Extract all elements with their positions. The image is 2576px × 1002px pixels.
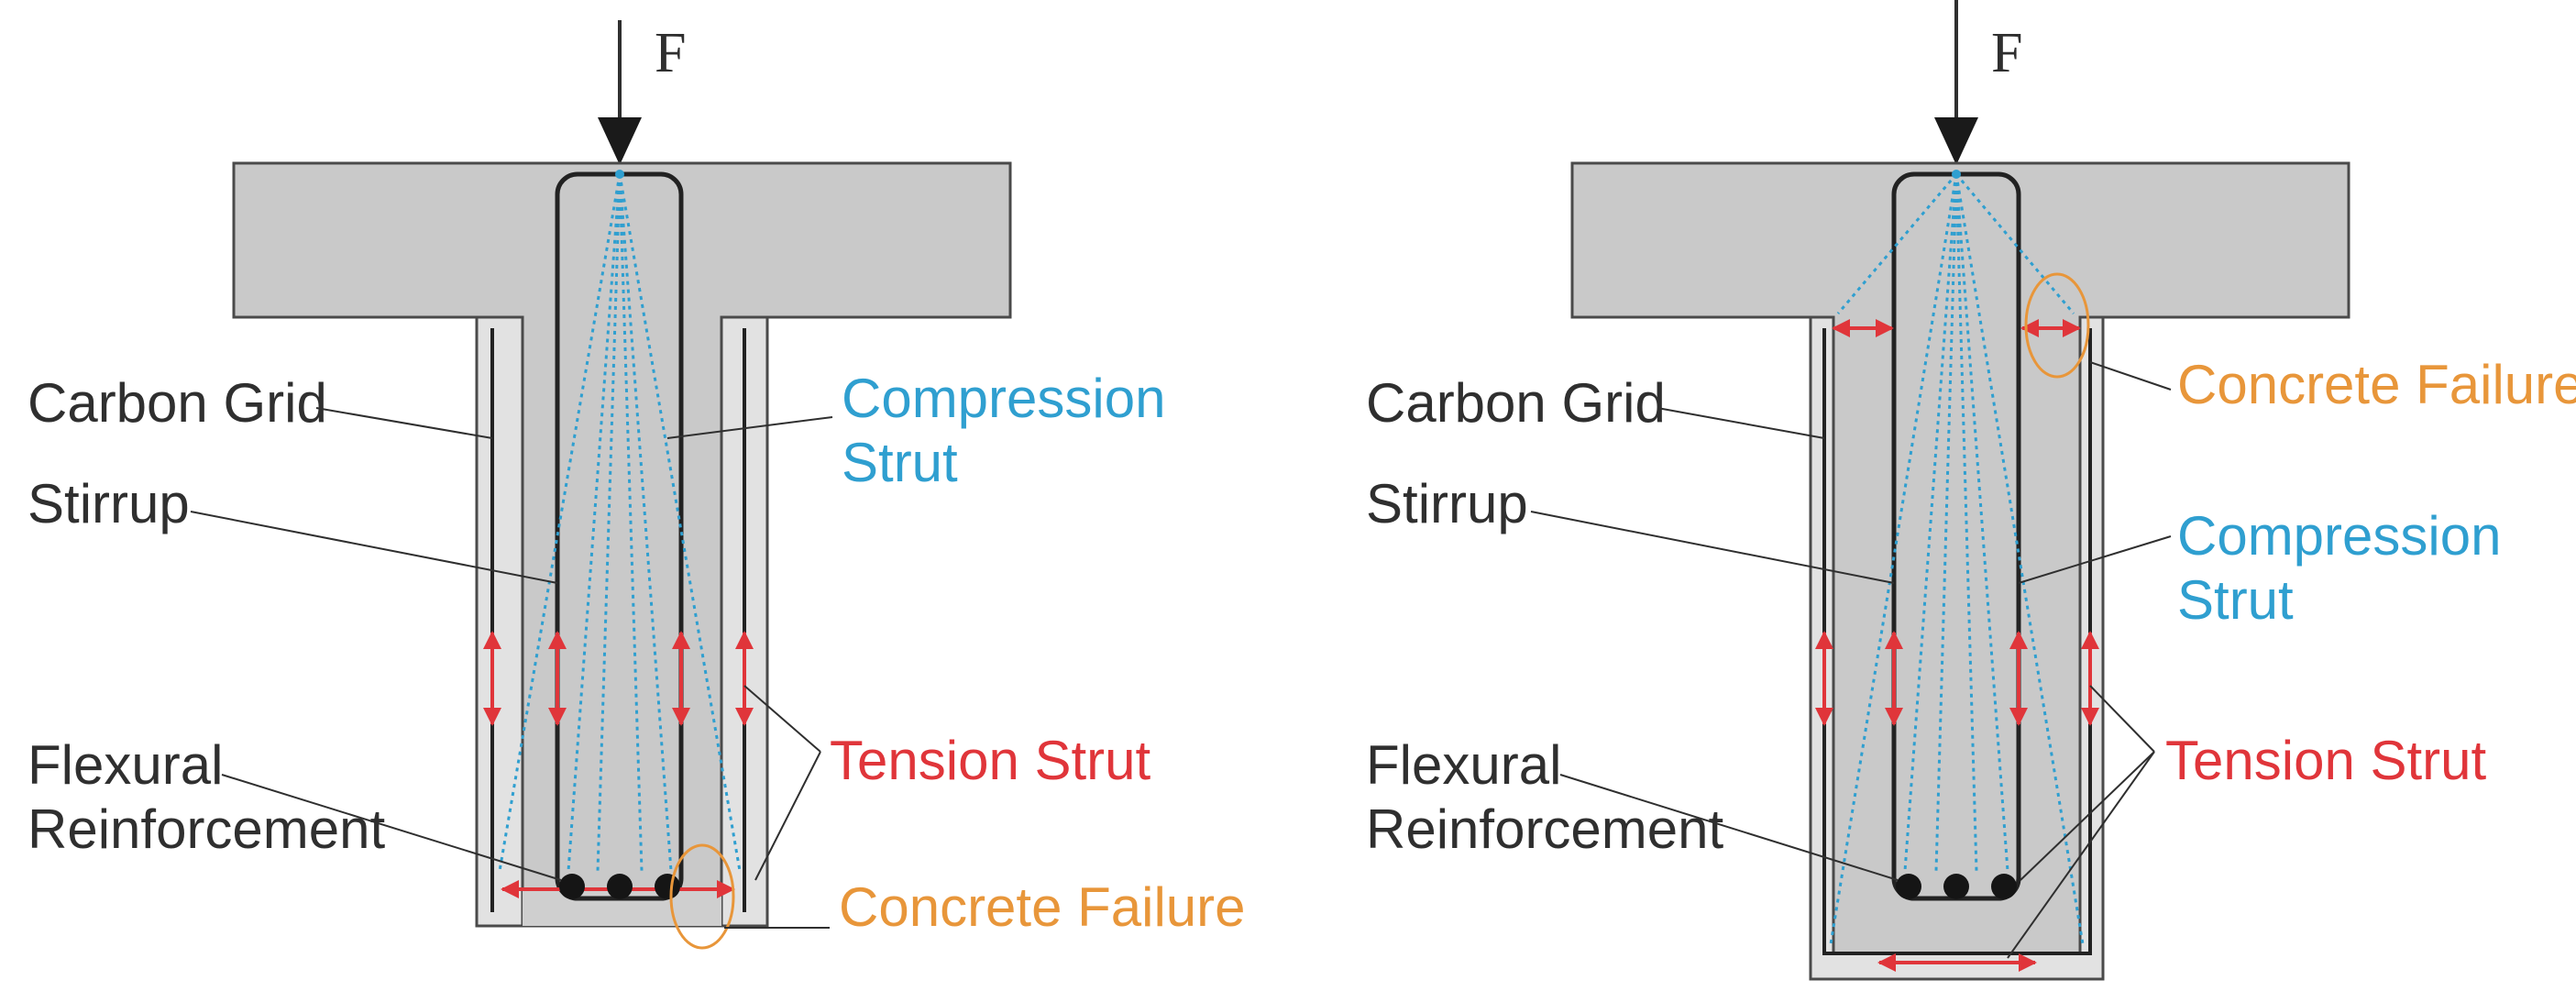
- left-concrete-failure-marker: [669, 843, 735, 950]
- left-shell-left: [475, 315, 524, 928]
- left-force-label: F: [655, 22, 686, 84]
- left-flexural-label-2: Reinforcement: [28, 798, 386, 860]
- right-tension-strut-label: Tension Strut: [2165, 730, 2487, 791]
- right-tension-struts: [1815, 319, 2099, 972]
- right-concrete-failure-label: Concrete Failure: [2177, 354, 2576, 415]
- left-compression-label-1: Compression: [842, 368, 1165, 429]
- left-tension-strut-label: Tension Strut: [830, 730, 1151, 791]
- left-leader-lines: [190, 407, 833, 929]
- left-compression-struts: [498, 173, 742, 872]
- left-strut-node: [615, 170, 624, 179]
- right-flexural-bars: [1896, 874, 2017, 899]
- right-figure: F: [1366, 0, 2576, 981]
- right-leader-lines: [1530, 361, 2172, 959]
- right-compression-label-2: Strut: [2177, 569, 2294, 631]
- right-carbon-grid-label: Carbon Grid: [1366, 372, 1666, 434]
- left-stirrup-label: Stirrup: [28, 473, 190, 534]
- left-carbon-grid-label: Carbon Grid: [28, 372, 327, 434]
- left-force-arrow: F: [598, 20, 686, 165]
- right-compression-label-1: Compression: [2177, 505, 2501, 567]
- right-concrete-failure-marker: [2024, 272, 2090, 379]
- left-flexural-label-1: Flexural: [28, 734, 223, 796]
- right-force-arrow: F: [1934, 0, 2022, 165]
- left-concrete-failure-label: Concrete Failure: [839, 876, 1246, 938]
- left-figure: F: [28, 20, 1246, 950]
- right-strut-node: [1952, 170, 1961, 179]
- right-force-label: F: [1991, 22, 2022, 84]
- left-flexural-bars: [559, 874, 680, 899]
- left-compression-label-2: Strut: [842, 432, 958, 493]
- right-flexural-label-1: Flexural: [1366, 734, 1561, 796]
- left-tension-struts: [483, 631, 754, 898]
- right-stirrup-label: Stirrup: [1366, 473, 1528, 534]
- right-flexural-label-2: Reinforcement: [1366, 798, 1724, 860]
- right-compression-struts: [1829, 173, 2085, 945]
